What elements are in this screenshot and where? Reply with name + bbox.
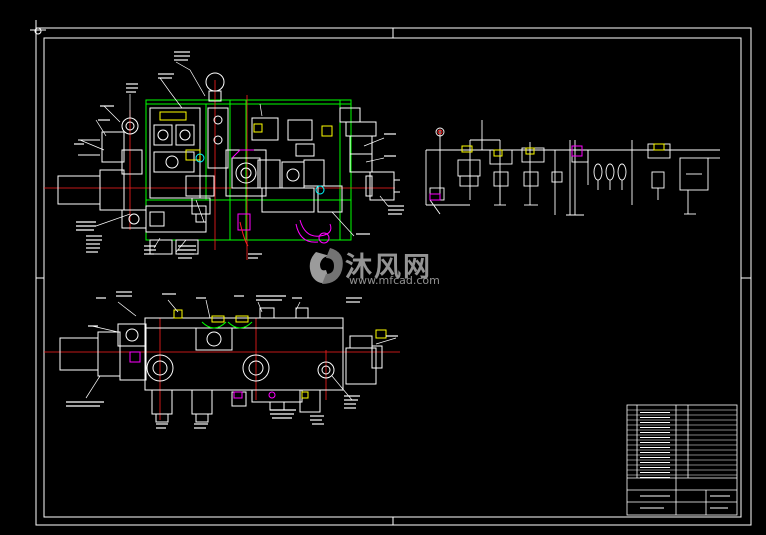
- schematic-accents: [429, 129, 665, 201]
- watermark-url: www.mfcad.com: [349, 274, 440, 287]
- bom-rows: [627, 409, 737, 478]
- drawing-border: [30, 20, 752, 526]
- valve-block-side-view: [44, 291, 400, 429]
- title-block-text-marks: [640, 495, 730, 509]
- hydraulic-schematic: [425, 120, 720, 216]
- valve-block-top-view: [44, 51, 404, 260]
- watermark-brand: 沐风网: [345, 252, 432, 283]
- watermark-logo: [309, 248, 343, 284]
